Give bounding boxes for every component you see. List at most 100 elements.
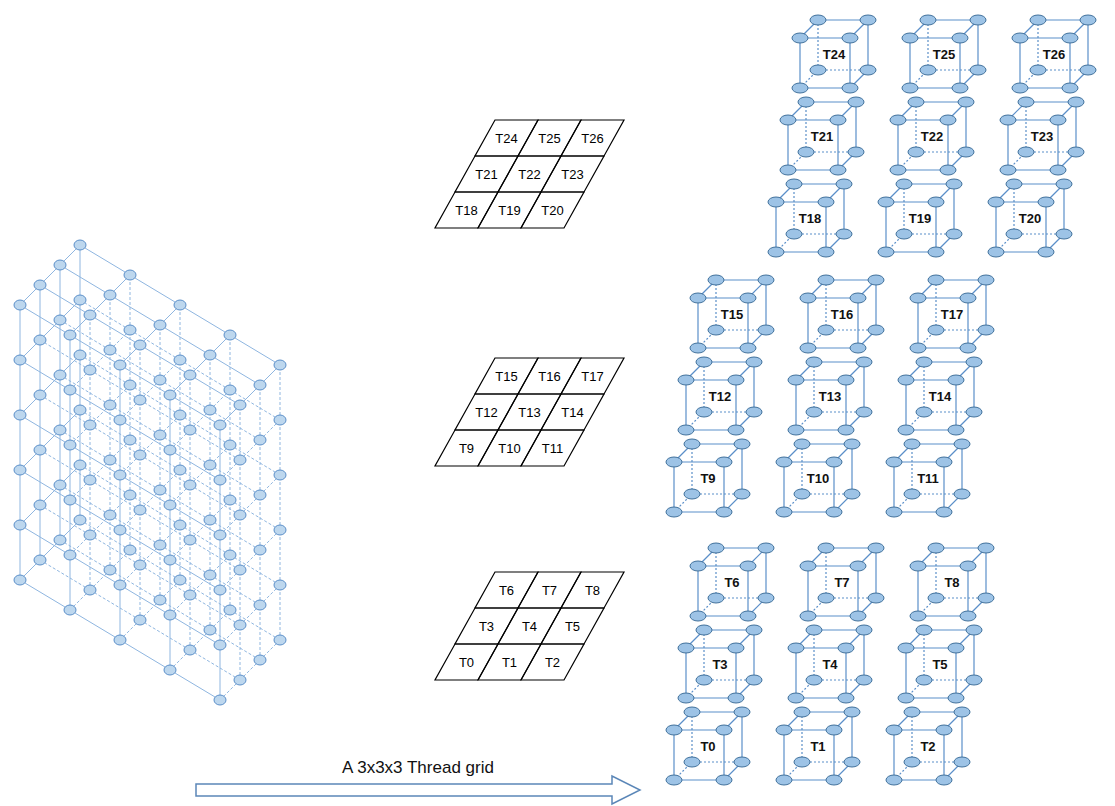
lattice-line — [240, 570, 241, 625]
cube-edge — [855, 102, 856, 152]
lattice-line — [130, 385, 180, 415]
lattice-point — [204, 350, 216, 360]
cube-corner — [838, 425, 854, 435]
cube-edge — [765, 548, 766, 598]
lattice-line — [70, 500, 71, 555]
cube-corner — [860, 15, 876, 25]
thread-cube: T0 — [668, 704, 750, 786]
lattice-line — [70, 500, 120, 530]
lattice-line — [190, 595, 191, 650]
grid-cell: T8 — [561, 572, 624, 608]
cube-corner — [842, 83, 858, 93]
lattice-point — [154, 540, 166, 550]
cell-label: T8 — [585, 584, 600, 597]
cube-corner — [836, 229, 852, 239]
cube-corner — [844, 489, 860, 499]
cube-hidden-edge — [1025, 102, 1026, 152]
lattice-line — [40, 505, 90, 535]
cell-border — [521, 644, 584, 680]
lattice-point — [224, 605, 236, 615]
cube-corner — [758, 543, 774, 553]
cube-corner — [746, 407, 762, 417]
cell-label: T10 — [498, 442, 520, 455]
lattice-point — [14, 520, 26, 530]
cube-corner — [928, 543, 944, 553]
cube-edge — [697, 566, 698, 616]
cube-corner — [856, 407, 872, 417]
thread-cube: T19 — [880, 176, 962, 258]
cube-corner — [666, 457, 682, 467]
lattice-line — [180, 525, 181, 580]
cube-corner — [758, 593, 774, 603]
lattice-line — [140, 345, 141, 400]
cube-edge — [735, 648, 736, 698]
lattice-line — [260, 440, 261, 495]
cube-edge — [955, 648, 956, 698]
lattice-point — [174, 465, 186, 475]
lattice-line — [180, 360, 181, 415]
lattice-point — [224, 330, 236, 340]
thread-label: T18 — [799, 212, 821, 225]
cube-corner — [786, 229, 802, 239]
lattice-line — [80, 410, 81, 465]
cube-edge — [943, 462, 944, 512]
lattice-line — [70, 445, 120, 475]
thread-cube: T21 — [782, 94, 864, 176]
cube-corner — [800, 611, 816, 621]
lattice-line — [180, 415, 181, 470]
lattice-line — [210, 355, 260, 385]
thread-cube: T3 — [680, 622, 762, 704]
cube-corner — [886, 457, 902, 467]
lattice-line — [40, 450, 41, 505]
lattice-point — [114, 470, 126, 480]
cell-label: T11 — [542, 442, 563, 455]
cube-corner — [776, 725, 792, 735]
cube-corner — [794, 439, 810, 449]
lattice-line — [140, 510, 141, 565]
lattice-line — [140, 345, 190, 375]
lattice-line — [60, 320, 110, 350]
lattice-line — [280, 365, 281, 420]
cube-corner — [940, 115, 956, 125]
cube-corner — [716, 507, 732, 517]
cube-corner — [758, 275, 774, 285]
cube-corner — [844, 707, 860, 717]
cube-corner — [908, 147, 924, 157]
cube-edge — [959, 38, 960, 88]
lattice-line — [110, 350, 111, 405]
lattice-line — [220, 480, 221, 535]
lattice-line — [20, 580, 70, 610]
cube-edge — [795, 380, 796, 430]
cube-corner — [1018, 97, 1034, 107]
lattice-line — [260, 550, 261, 605]
cube-edge — [833, 462, 834, 512]
lattice-line — [80, 465, 81, 520]
cube-corner — [818, 325, 834, 335]
lattice-line — [70, 610, 120, 640]
cube-corner — [960, 561, 976, 571]
cube-corner — [898, 425, 914, 435]
lattice-point — [124, 380, 136, 390]
lattice-line — [170, 395, 171, 450]
lattice-line — [170, 450, 220, 480]
cube-corner — [788, 643, 804, 653]
cube-corner — [952, 83, 968, 93]
lattice-line — [40, 395, 41, 450]
lattice-point — [114, 415, 126, 425]
cube-corner — [1050, 115, 1066, 125]
lattice-line — [180, 525, 230, 555]
cell-border — [521, 430, 584, 466]
cube-corner — [690, 343, 706, 353]
thread-label: T23 — [1031, 130, 1053, 143]
cube-edge — [897, 120, 898, 170]
lattice-line — [260, 495, 261, 550]
cube-edge — [1019, 38, 1020, 88]
lattice-point — [164, 555, 176, 565]
lattice-point — [14, 355, 26, 365]
cube-corner — [780, 165, 796, 175]
cube-hidden-edge — [801, 712, 802, 762]
lattice-point — [174, 355, 186, 365]
cube-corner — [928, 593, 944, 603]
cube-corner — [890, 115, 906, 125]
cube-edge — [851, 444, 852, 494]
